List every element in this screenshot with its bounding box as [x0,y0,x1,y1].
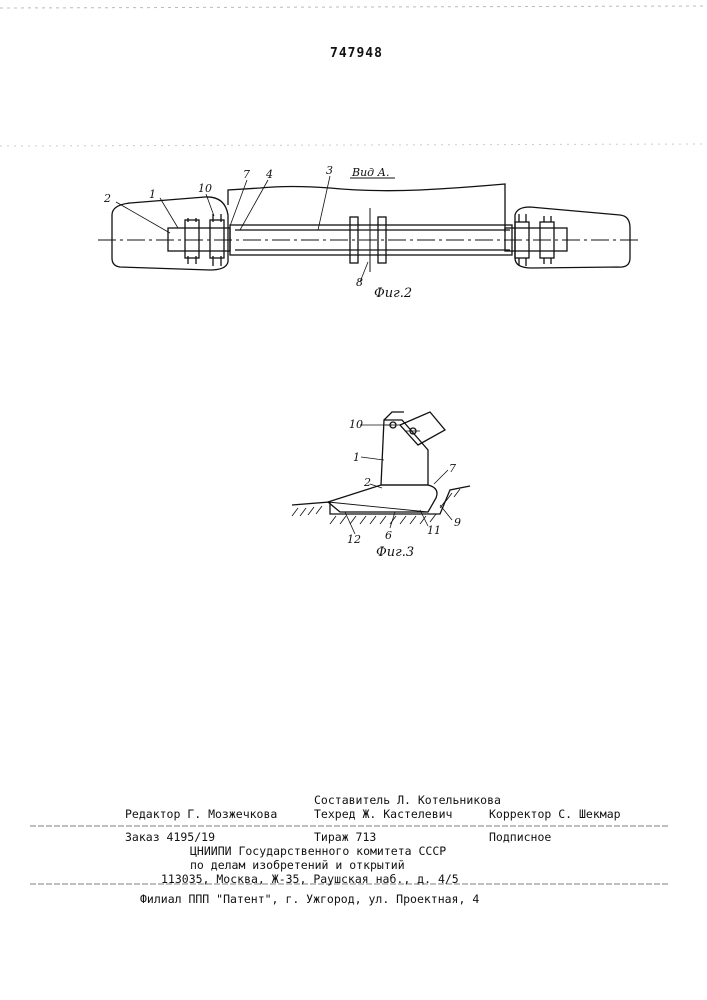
fig2-label: 2 [103,192,111,205]
figure-3-labels: 10 1 2 7 9 11 6 12 Фиг.3 [347,418,461,560]
org-line-1: ЦНИИПИ Государственного комитета СССР [190,844,446,858]
address-line: 113035, Москва, Ж-35, Раушская наб., д. … [161,872,459,886]
figure-2-labels: 2 1 10 7 4 3 8 Вид А. Фиг.2 [103,164,412,301]
fig3-label: 7 [449,462,456,475]
fig2-view-label: Вид А. [351,166,389,179]
org-line-2: по делам изобретений и открытий [190,858,405,872]
subscription-line: Подписное [489,830,551,844]
fig3-caption: Фиг.3 [376,545,414,560]
fig3-label: 2 [363,476,371,489]
compiler-line: Составитель Л. Котельникова [314,793,501,807]
figure-3-drawing [292,412,470,534]
fig3-label: 6 [385,529,392,542]
fig3-label: 11 [427,524,441,537]
fig2-label: 3 [326,164,333,177]
fig2-label: 8 [356,276,363,289]
techred-line: Техред Ж. Кастелевич [314,807,452,821]
scan-line [0,144,707,146]
scan-edge-top [0,6,707,8]
figure-2-drawing [98,176,640,282]
fig3-label: 1 [353,451,360,464]
fig2-label: 4 [265,168,273,181]
fig3-label: 12 [347,533,361,546]
fig2-label: 10 [198,182,212,195]
circulation-line: Тираж 713 [314,830,376,844]
fig2-caption: Фиг.2 [374,286,412,301]
order-line: Заказ 4195/19 [125,830,215,844]
fig2-label: 7 [243,168,250,181]
editor-line: Редактор Г. Мозжечкова [125,807,277,821]
fig3-label: 9 [454,516,461,529]
fig2-label: 1 [149,188,156,201]
fig3-label: 10 [349,418,363,431]
branch-line: Филиал ППП "Патент", г. Ужгород, ул. Про… [140,892,479,906]
corrector-line: Корректор С. Шекмар [489,807,621,821]
